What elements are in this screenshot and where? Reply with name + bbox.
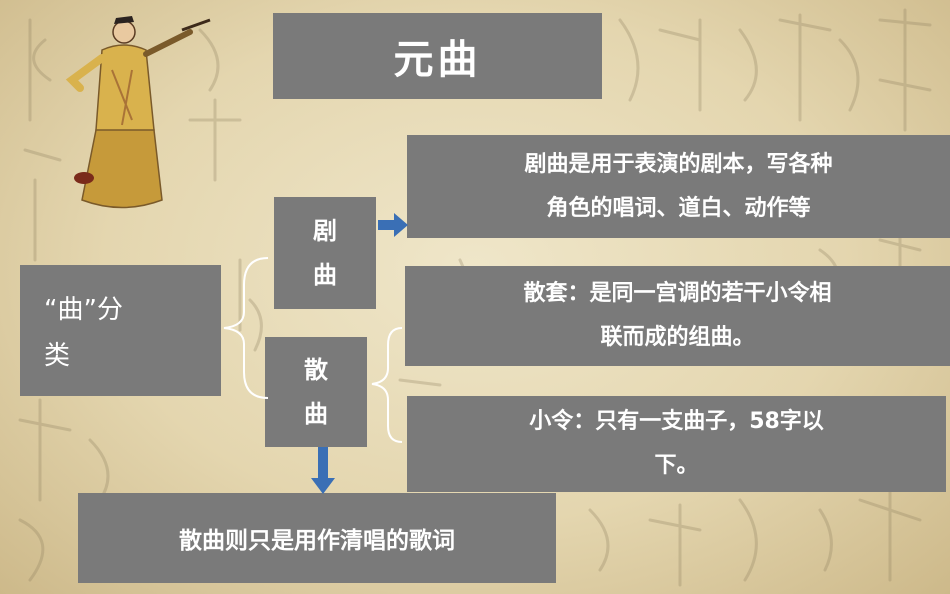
qu-classification-label-line1: “曲”分 bbox=[44, 295, 123, 325]
title-box: 元曲 bbox=[273, 13, 602, 99]
sanqu-label-line2: 曲 bbox=[304, 400, 328, 428]
qu-classification-box: “曲”分 类 bbox=[20, 265, 221, 396]
sanqu-node: 散 曲 bbox=[265, 337, 367, 447]
juqu-description-line1: 剧曲是用于表演的剧本，写各种 bbox=[524, 151, 833, 177]
santao-description-line1: 散套：是同一宫调的若干小令相 bbox=[523, 281, 832, 306]
xiaoling-description-line2: 下。 bbox=[654, 453, 699, 478]
poet-figure-illustration bbox=[65, 16, 211, 209]
santao-description-box: 散套：是同一宫调的若干小令相 联而成的组曲。 bbox=[405, 266, 950, 366]
sanqu-label-line1: 散 bbox=[304, 356, 328, 384]
page-title: 元曲 bbox=[393, 37, 482, 83]
santao-description-line2: 联而成的组曲。 bbox=[600, 325, 755, 350]
xiaoling-description-line1: 小令：只有一支曲子，58字以 bbox=[529, 409, 824, 434]
juqu-node: 剧 曲 bbox=[274, 197, 376, 309]
juqu-label-line2: 曲 bbox=[313, 261, 337, 289]
juqu-description-line2: 角色的唱词、道白、动作等 bbox=[546, 195, 811, 221]
xiaoling-description-box: 小令：只有一支曲子，58字以 下。 bbox=[407, 396, 946, 492]
juqu-description-box: 剧曲是用于表演的剧本，写各种 角色的唱词、道白、动作等 bbox=[407, 135, 950, 238]
sanqu-usage-box: 散曲则只是用作清唱的歌词 bbox=[78, 493, 556, 583]
qu-classification-label-line2: 类 bbox=[44, 341, 71, 371]
sanqu-usage-text: 散曲则只是用作清唱的歌词 bbox=[179, 528, 455, 554]
juqu-label-line1: 剧 bbox=[313, 217, 337, 245]
